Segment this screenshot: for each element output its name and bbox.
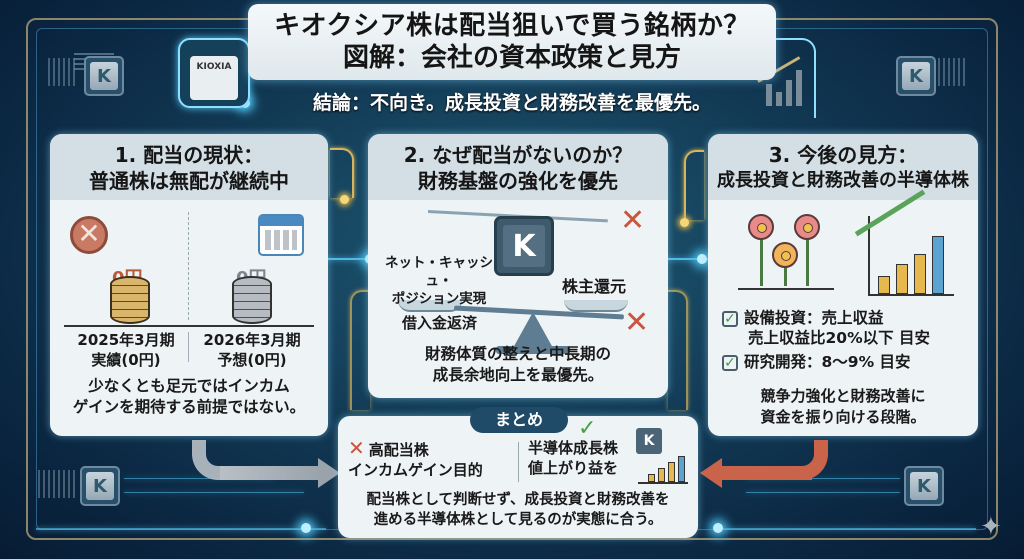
p3-body: ✓設備投資：売上収益 売上収益比20%以下 目安 ✓研究開発：8〜9% 目安 競… — [708, 189, 978, 436]
circuit-gold-line — [350, 290, 370, 410]
circuit-line — [716, 528, 976, 530]
panel-heading: 1. 配当の現状： 普通株は無配が継続中 — [50, 134, 328, 200]
kioxia-logo-text: KIOXIA — [196, 62, 232, 72]
kioxia-logo-badge: KIOXIA — [178, 38, 250, 108]
chip-icon: K — [636, 428, 662, 454]
calendar-icon — [258, 214, 304, 256]
scale-pan-left — [398, 300, 462, 312]
panel-note: 財務体質の整えと中長期の 成長余地向上を最優先。 — [424, 345, 611, 384]
summary-box: まとめ ✓ ✕高配当株 インカムゲイン目的 半導体成長株 値上がり益を K 配当… — [338, 407, 698, 538]
debt-repayment-label: 借入金返済 — [402, 314, 478, 332]
gold-dot — [680, 218, 689, 227]
summary-conclusion: 配当株として判断せず、成長投資と財務改善を 進める半導体株として見るのが実態に合… — [366, 492, 670, 528]
page-title: キオクシア株は配当狙いで買う銘柄か？ — [274, 11, 750, 41]
panel-outlook: 3. 今後の見方： 成長投資と財務改善の半導体株 ✓設備投資：売上収益 売上収益… — [708, 134, 978, 436]
circuit-gold-line — [684, 150, 704, 220]
arrow-right-icon — [318, 458, 340, 488]
panel-heading: 2. なぜ配当がないのか？ 財務基盤の強化を優先 — [368, 134, 668, 200]
circuit-gold-line — [330, 148, 354, 198]
panel-heading: 3. 今後の見方： 成長投資と財務改善の半導体株 — [708, 134, 978, 200]
growth-bar-chart-icon — [868, 216, 954, 296]
summary-suitable: 半導体成長株 値上がり益を — [528, 439, 619, 477]
page-subtitle: 図解：会社の資本政策と見方 — [342, 43, 681, 73]
conclusion-text: 結論：不向き。成長投資と財務改善を最優先。 — [312, 92, 712, 114]
glow-dot — [713, 523, 723, 533]
scale-pan-right — [564, 300, 628, 312]
mini-growth-chart-icon — [638, 456, 688, 484]
divider — [188, 212, 189, 320]
sparkle-icon: ✦ — [980, 512, 1002, 542]
shareholder-return-label: 株主還元 — [562, 277, 627, 296]
cross-icon: ✕ — [624, 305, 650, 340]
panel-dividend-status: 1. 配当の現状： 普通株は無配が継続中 ✕ 0円 0円 2025年3月期 実績… — [50, 134, 328, 436]
silver-coins-icon — [232, 276, 272, 324]
circuit-line — [660, 258, 720, 260]
checkbox-icon: ✓ — [722, 354, 738, 371]
period-2025: 2025年3月期 実績(0円) — [77, 331, 175, 369]
checklist-item-capex: ✓設備投資：売上収益 売上収益比20%以下 目安 — [722, 308, 930, 348]
cross-icon: ✕ — [348, 436, 365, 460]
check-icon: ✓ — [578, 416, 597, 441]
checklist-item-rnd: ✓研究開発：8〜9% 目安 — [722, 352, 911, 372]
period-2026: 2026年3月期 予想(0円) — [203, 331, 301, 369]
glow-dot — [697, 254, 707, 264]
circuit-gold-line — [668, 290, 688, 410]
title-box: キオクシア株は配当狙いで買う銘柄か？ 図解：会社の資本政策と見方 — [248, 4, 776, 80]
glow-dot — [301, 523, 311, 533]
panel-why-no-dividend: 2. なぜ配当がないのか？ 財務基盤の強化を優先 K ネット・キャッシュ・ ポジ… — [368, 134, 668, 398]
no-dividend-icon: ✕ — [70, 216, 108, 254]
checkbox-icon: ✓ — [722, 310, 738, 327]
circuit-line — [36, 528, 326, 530]
baseline — [64, 325, 314, 327]
gold-dot — [340, 195, 349, 204]
arrow-left-icon — [700, 458, 722, 488]
summary-badge: まとめ — [470, 407, 568, 433]
gold-coins-icon — [110, 276, 150, 324]
panel-note: 少なくとも足元ではインカム ゲインを期待する前提ではない。 — [72, 377, 306, 416]
kioxia-chip-icon: K — [494, 216, 554, 276]
net-cash-label: ネット・キャッシュ・ ポジション実現 — [385, 255, 493, 307]
cross-icon: ✕ — [620, 203, 646, 238]
summary-not-suitable: ✕高配当株 インカムゲイン目的 — [348, 436, 483, 479]
panel-note: 競争力強化と財務改善に 資金を振り向ける段階。 — [760, 387, 926, 426]
